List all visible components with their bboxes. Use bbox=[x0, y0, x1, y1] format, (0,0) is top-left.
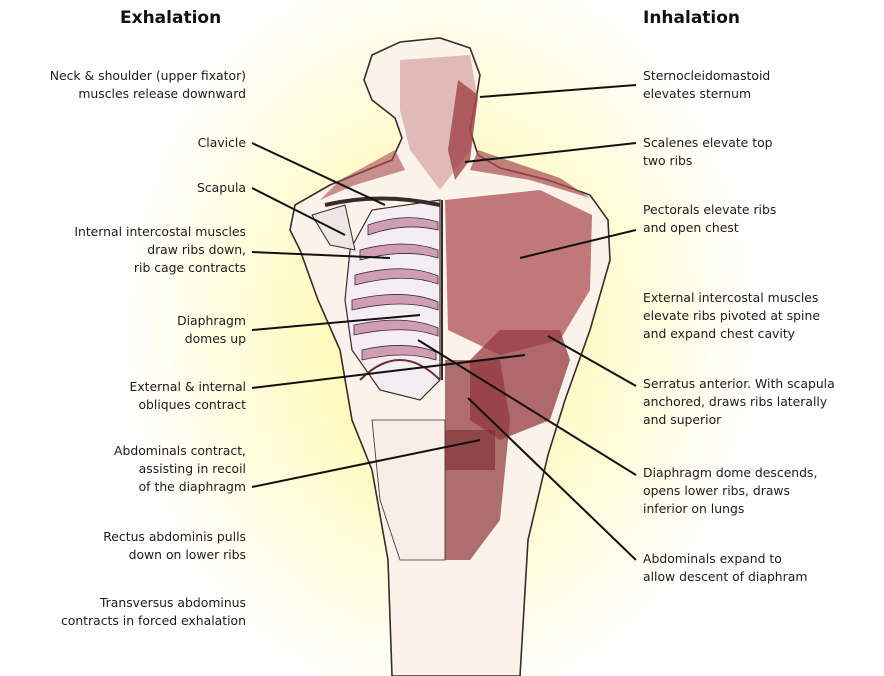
label-abdominals-contract: Abdominals contract, assisting in recoil… bbox=[0, 442, 246, 496]
leader-sternocleidomastoid bbox=[480, 85, 636, 97]
label-diaphragm-descends: Diaphragm dome descends, opens lower rib… bbox=[643, 464, 881, 518]
label-obliques-contract: External & internal obliques contract bbox=[0, 378, 246, 414]
leader-scalenes bbox=[465, 143, 636, 162]
label-scalenes: Scalenes elevate top two ribs bbox=[643, 134, 881, 170]
label-sternocleidomastoid: Sternocleidomastoid elevates sternum bbox=[643, 67, 881, 103]
label-clavicle: Clavicle bbox=[0, 134, 246, 152]
inhalation-heading: Inhalation bbox=[643, 8, 740, 28]
label-diaphragm-domes-up: Diaphragm domes up bbox=[0, 312, 246, 348]
label-scapula: Scapula bbox=[0, 179, 246, 197]
label-external-intercostal: External intercostal muscles elevate rib… bbox=[643, 289, 881, 343]
exhalation-heading: Exhalation bbox=[120, 8, 221, 28]
label-abdominals-expand: Abdominals expand to allow descent of di… bbox=[643, 550, 881, 586]
label-internal-intercostal: Internal intercostal muscles draw ribs d… bbox=[0, 223, 246, 277]
label-serratus-anterior: Serratus anterior. With scapula anchored… bbox=[643, 375, 881, 429]
label-transversus-abdominus: Transversus abdominus contracts in force… bbox=[0, 594, 246, 630]
abdominal-block bbox=[445, 430, 495, 470]
label-pectorals: Pectorals elevate ribs and open chest bbox=[643, 201, 881, 237]
label-rectus-abdominis: Rectus abdominis pulls down on lower rib… bbox=[0, 528, 246, 564]
lower-abdomen bbox=[372, 420, 445, 560]
label-neck-shoulder-release: Neck & shoulder (upper fixator) muscles … bbox=[0, 67, 246, 103]
